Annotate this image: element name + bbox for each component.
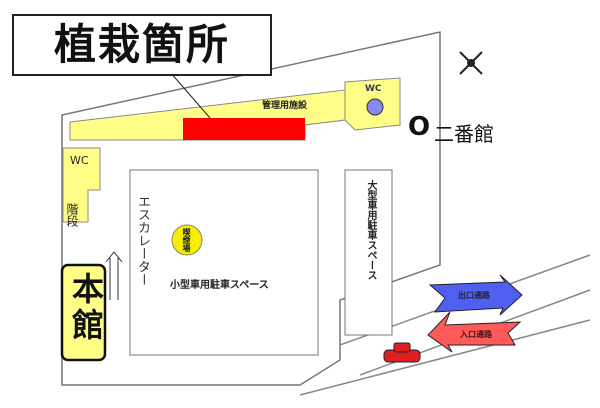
car-icon xyxy=(383,342,421,363)
small-parking-label: 小型車用駐車スペース xyxy=(170,280,269,291)
smoking-area xyxy=(171,224,203,256)
annex-label: 二番館 xyxy=(434,122,494,146)
exit-arrow xyxy=(428,274,523,316)
stairs-label: 階段 xyxy=(65,203,79,227)
smoking-label: 喫煙場 xyxy=(182,228,191,252)
main-building xyxy=(60,263,107,362)
annex-marker: O xyxy=(408,112,431,142)
page-title: 植栽箇所 xyxy=(12,14,272,76)
compass-icon xyxy=(459,51,483,75)
planting-area xyxy=(183,118,305,140)
wc-top-label: WC xyxy=(365,84,382,94)
wc-left-label: WC xyxy=(70,154,89,167)
escalator-label: エスカレーター xyxy=(135,195,150,286)
main-building-label: 本館 xyxy=(67,272,105,344)
walkway-arrow xyxy=(105,251,123,300)
large-parking-area xyxy=(344,169,393,336)
leader-line xyxy=(169,71,211,119)
exit-label: 出口通路 xyxy=(458,291,490,300)
management-label: 管理用施設 xyxy=(262,101,308,111)
wc-left-zone xyxy=(62,147,101,223)
entrance-arrow xyxy=(427,311,522,353)
road-line xyxy=(299,319,591,396)
entrance-label: 入口通路 xyxy=(460,330,492,339)
small-parking-area xyxy=(129,169,319,356)
large-parking-label: 大型車用駐車スペース xyxy=(365,180,376,280)
wc-icon xyxy=(366,98,384,116)
